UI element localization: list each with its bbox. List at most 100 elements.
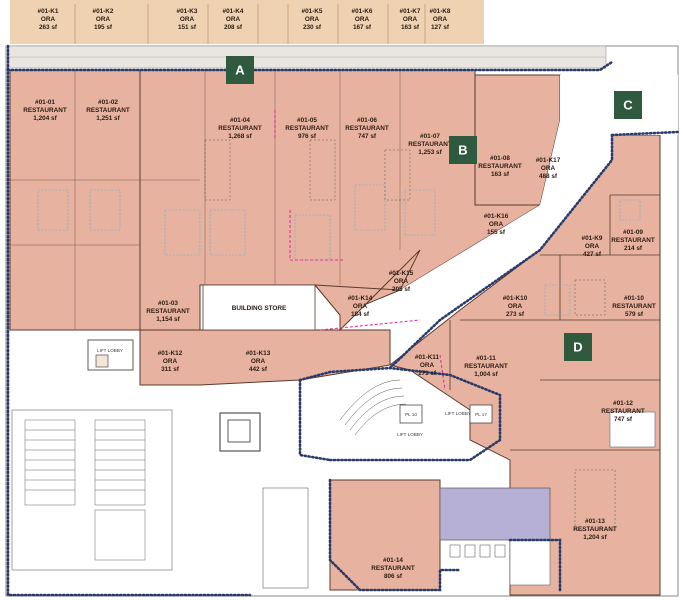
top-kiosk-strip xyxy=(10,0,484,44)
toilet-stalls xyxy=(449,544,506,558)
top-kiosk-id: #01-K1 xyxy=(38,8,59,15)
top-kiosk-id: #01-K8 xyxy=(430,8,451,15)
unit-id: #01-01 xyxy=(35,99,55,106)
marker-a-label: A xyxy=(235,63,245,78)
unit-type: ORA xyxy=(394,278,409,285)
unit-type: RESTAURANT xyxy=(601,408,645,415)
unit-id: #01-K12 xyxy=(158,350,183,357)
unit-id: #01-12 xyxy=(613,400,633,407)
unit-area: 163 sf xyxy=(491,171,510,178)
unit-id: #01-04 xyxy=(230,117,250,124)
top-kiosk-area: 195 sf xyxy=(94,24,113,31)
top-kiosk-id: #01-K2 xyxy=(93,8,114,15)
building-store-label: BUILDING STORE xyxy=(232,305,287,312)
marker-b-label: B xyxy=(458,143,467,158)
unit-area: 976 sf xyxy=(298,133,317,140)
unit-area: 1,268 sf xyxy=(228,133,252,140)
unit-area: 1,253 sf xyxy=(418,149,442,156)
unit-area: 442 sf xyxy=(249,366,268,373)
unit-id: #01-K15 xyxy=(389,270,414,277)
unit-type: RESTAURANT xyxy=(408,141,452,148)
marker-d-label: D xyxy=(573,340,582,355)
unit-area: 184 sf xyxy=(351,311,370,318)
unit-id: #01-K17 xyxy=(536,157,561,164)
unit-area: 1,154 sf xyxy=(156,316,180,323)
top-kiosk-id: #01-K4 xyxy=(223,8,244,15)
top-kiosk-type: ORA xyxy=(433,16,448,23)
top-kiosk-strip-right xyxy=(484,0,684,44)
lift-pl10 xyxy=(399,404,423,424)
unit-type: RESTAURANT xyxy=(285,125,329,132)
top-kiosk-area: 151 sf xyxy=(178,24,197,31)
unit-area: 1,204 sf xyxy=(33,115,57,122)
lift-core-inner xyxy=(227,419,251,443)
unit-id: #01-K13 xyxy=(246,350,271,357)
unit-area: 806 sf xyxy=(384,573,403,580)
marker-b-box xyxy=(449,136,477,164)
unit-area: 171 sf xyxy=(418,370,437,377)
unit-area: 488 sf xyxy=(539,173,558,180)
unit-id: #01-02 xyxy=(98,99,118,106)
lift-car-left xyxy=(95,354,109,368)
top-kiosk-area: 208 sf xyxy=(224,24,243,31)
unit-type: ORA xyxy=(489,221,504,228)
unit-id: #01-K9 xyxy=(582,235,603,242)
lift-lobby-center2-label: LIFT LOBBY xyxy=(445,411,471,416)
unit-type: RESTAURANT xyxy=(573,526,617,533)
unit-type: RESTAURANT xyxy=(464,363,508,370)
pink-partitions xyxy=(274,110,446,391)
fixture-boxes xyxy=(37,184,641,316)
lift-pl17-label: PL 17 xyxy=(475,412,487,417)
unit-area: 311 sf xyxy=(161,366,180,373)
unit-id: #01-K10 xyxy=(503,295,528,302)
unit-id: #01-06 xyxy=(357,117,377,124)
stair-bottom-2 xyxy=(509,539,551,586)
unit-id: #01-11 xyxy=(476,355,496,362)
lift-lobby-left-label: LIFT LOBBY xyxy=(97,348,123,353)
unit-area: 1,204 sf xyxy=(583,534,607,541)
zone-k14-k15 xyxy=(313,249,421,332)
unit-type: RESTAURANT xyxy=(611,237,655,244)
unit-id: #01-03 xyxy=(158,300,178,307)
unit-id: #01-K16 xyxy=(484,213,509,220)
unit-id: #01-K11 xyxy=(415,354,440,361)
top-kiosk-type: ORA xyxy=(41,16,56,23)
service-right xyxy=(609,411,656,448)
unit-id: #01-13 xyxy=(585,518,605,525)
building-store xyxy=(202,284,316,331)
top-kiosk-type: ORA xyxy=(403,16,418,23)
unit-id: #01-08 xyxy=(490,155,510,162)
unit-type: RESTAURANT xyxy=(612,303,656,310)
top-kiosk-type: ORA xyxy=(305,16,320,23)
top-kiosk-id: #01-K7 xyxy=(400,8,421,15)
unit-area: 579 sf xyxy=(625,311,644,318)
unit-type: RESTAURANT xyxy=(345,125,389,132)
fixture-boxes-dark xyxy=(204,139,616,531)
unit-type: ORA xyxy=(353,303,368,310)
escalators xyxy=(24,419,146,561)
unit-area: 273 sf xyxy=(506,311,525,318)
top-kiosk-area: 127 sf xyxy=(431,24,450,31)
toilets-area xyxy=(439,487,551,541)
